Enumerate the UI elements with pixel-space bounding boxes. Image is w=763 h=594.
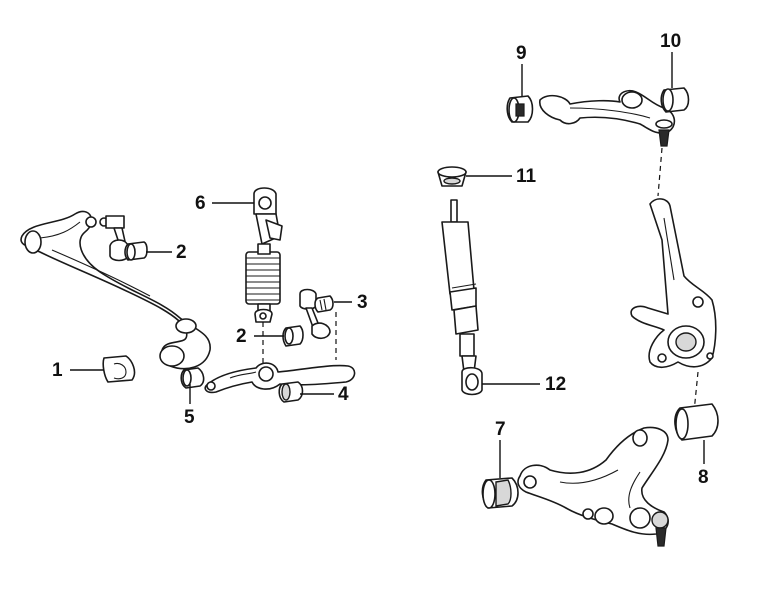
shock-absorber-part-12: [441, 199, 483, 396]
bushing-part-9: [506, 95, 534, 123]
bushing-part-2-lower: [282, 325, 304, 347]
bushing-part-5: [180, 367, 205, 389]
bushing-part-7: [481, 477, 519, 509]
shock-absorber-part-6: [245, 187, 283, 323]
assembly-line-ball-joint-upper: [657, 147, 663, 197]
callout-2-lower: 2: [236, 326, 247, 347]
bushing-part-1: [102, 355, 136, 383]
bushing-part-4: [278, 381, 304, 403]
callout-12: 12: [545, 374, 567, 395]
callout-2-upper: 2: [176, 242, 187, 263]
lower-control-arm: [517, 426, 669, 547]
callout-3: 3: [357, 292, 368, 313]
callout-6: 6: [195, 193, 206, 214]
bushing-part-2-upper: [124, 241, 148, 261]
callout-7: 7: [495, 419, 506, 440]
callout-1: 1: [52, 360, 63, 381]
callout-4: 4: [338, 384, 349, 405]
stabilizer-link-left: [85, 215, 129, 262]
shock-mount-part-11: [437, 166, 467, 187]
callout-8: 8: [698, 467, 709, 488]
callout-10: 10: [660, 31, 682, 52]
callout-9: 9: [516, 43, 527, 64]
leader-lines: [70, 52, 705, 478]
lower-arm-left: [204, 362, 356, 394]
stabilizer-bar: [20, 210, 211, 370]
upper-control-arm: [539, 89, 676, 147]
bushing-part-8: [674, 403, 719, 441]
assembly-line-knuckle: [693, 371, 699, 413]
bushing-part-10: [660, 87, 690, 113]
callout-11: 11: [516, 166, 537, 187]
bushing-part-3: [314, 295, 334, 313]
callout-5: 5: [184, 407, 195, 428]
steering-knuckle: [630, 198, 717, 369]
